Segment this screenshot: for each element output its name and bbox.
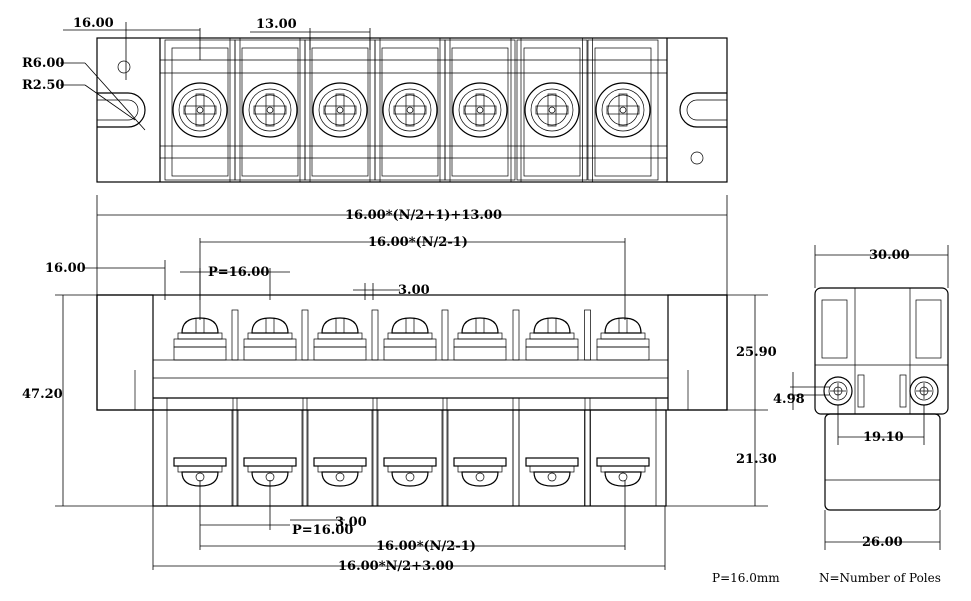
barrier (301, 309, 309, 361)
top-view-poles (164, 37, 659, 183)
screw-head (172, 82, 228, 138)
dim-inner-span-bottom: 16.00*(N/2-1) (376, 539, 476, 554)
top-pole (516, 37, 593, 183)
dim-gap-bottom: 3.00 (335, 515, 367, 530)
lower-screw (533, 471, 571, 487)
barrier (369, 37, 381, 183)
screw-head (312, 82, 368, 138)
top-pole (587, 39, 659, 181)
lower-screw (461, 471, 499, 487)
lower-screw (604, 471, 642, 487)
barrier (371, 309, 379, 361)
barrier (582, 37, 593, 183)
left-mount-slot (97, 92, 146, 128)
screw-head (452, 82, 508, 138)
dim-side-screw-offset: 4.98 (773, 392, 805, 407)
side-view (814, 287, 949, 511)
top-pole (234, 37, 311, 183)
upper-screw (533, 317, 571, 334)
barrier (371, 409, 379, 507)
dim-height-upper: 25.90 (736, 345, 777, 360)
top-pole (374, 37, 451, 183)
barrier (512, 309, 520, 361)
front-view-dimensions: 16.00*(N/2+1)+13.00 16.00*(N/2-1) 16.00 … (22, 195, 777, 574)
dim-top-offset: 16.00 (73, 16, 114, 31)
front-pole (236, 309, 309, 507)
barrier (439, 37, 451, 183)
lower-screw (391, 471, 429, 487)
dim-left-offset: 16.00 (45, 261, 86, 276)
upper-screw (461, 317, 499, 334)
dim-overall-length: 16.00*(N/2+1)+13.00 (345, 208, 502, 223)
screw-head (382, 82, 438, 138)
barrier (441, 409, 449, 507)
dim-side-screw-spacing: 19.10 (863, 430, 904, 445)
top-pole (304, 37, 381, 183)
front-pole (446, 309, 520, 507)
screw-head (242, 82, 298, 138)
barrier (512, 409, 520, 507)
front-pole (589, 317, 657, 507)
barrier (584, 309, 591, 361)
right-mount-hole (690, 151, 704, 165)
dim-radius-outer: R6.00 (22, 56, 64, 71)
barrier (231, 309, 239, 361)
barrier (231, 409, 239, 507)
upper-screw (604, 317, 642, 334)
front-pole (306, 309, 379, 507)
upper-screw (251, 317, 289, 334)
dim-height-total: 47.20 (22, 387, 63, 402)
front-pole (166, 309, 239, 507)
front-view (96, 294, 728, 507)
front-pole (376, 309, 449, 507)
left-mount-hole (117, 60, 131, 74)
dim-gap-top: 3.00 (398, 283, 430, 298)
top-view-dimensions: 16.00 13.00 R6.00 R2.50 (22, 16, 371, 131)
dim-height-lower: 21.30 (736, 452, 777, 467)
barrier (441, 309, 449, 361)
front-pole (518, 309, 591, 507)
top-view (96, 37, 728, 183)
barrier (510, 37, 522, 183)
screw-head (595, 82, 651, 138)
top-pole (444, 37, 522, 183)
right-mount-slot (679, 92, 727, 128)
top-pole (164, 37, 241, 183)
barrier (301, 409, 309, 507)
barrier (299, 37, 311, 183)
note-poles: N=Number of Poles (819, 571, 941, 585)
dim-side-width-bottom: 26.00 (862, 535, 903, 550)
front-view-poles (166, 309, 657, 507)
upper-screw (321, 317, 359, 334)
barrier (584, 409, 591, 507)
dim-side-width-top: 30.00 (869, 248, 910, 263)
upper-screw (391, 317, 429, 334)
dim-radius-inner: R2.50 (22, 78, 64, 93)
dim-overall-bottom: 16.00*N/2+3.00 (338, 559, 454, 574)
dim-pitch-top: P=16.00 (208, 265, 269, 280)
side-view-dimensions: 30.00 4.98 19.10 26.00 (773, 245, 949, 550)
dim-pitch-bottom: P=16.00 (292, 523, 353, 538)
note-pitch: P=16.0mm (712, 571, 780, 585)
upper-screw (181, 317, 219, 334)
dim-top-spacing: 13.00 (256, 17, 297, 32)
lower-screw (321, 471, 359, 487)
barrier (229, 37, 241, 183)
dim-inner-span-top: 16.00*(N/2-1) (368, 235, 468, 250)
screw-head (524, 82, 580, 138)
